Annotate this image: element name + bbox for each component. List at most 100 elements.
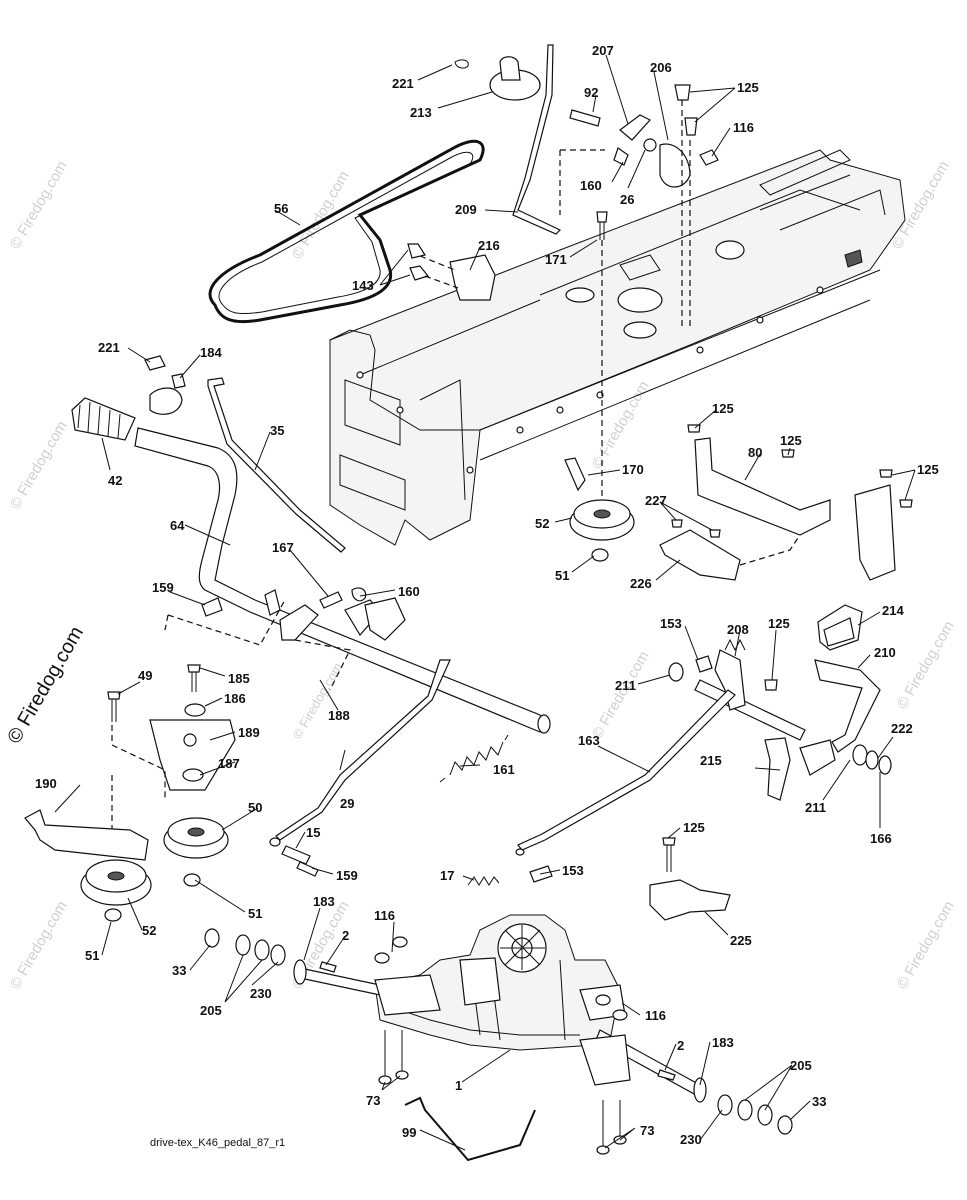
callout: 116	[374, 908, 395, 923]
callout: 210	[874, 645, 896, 660]
pulley-52-right	[564, 457, 635, 562]
callout: 216	[478, 238, 500, 253]
callout: 17	[440, 868, 454, 883]
callout: 50	[248, 800, 262, 815]
callout: 208	[727, 622, 749, 637]
callout: 52	[142, 923, 156, 938]
callout: 171	[545, 252, 567, 267]
callout: 209	[455, 202, 477, 217]
watermark: © Firedog.com	[894, 618, 958, 712]
bracket-225	[529, 837, 731, 921]
watermark: © Firedog.com	[589, 648, 653, 742]
dashed-outline-188	[164, 599, 351, 691]
callout: 159	[152, 580, 174, 595]
callout: 51	[248, 906, 262, 921]
callout: 29	[340, 796, 354, 811]
callout: 170	[622, 462, 644, 477]
callout: 33	[172, 963, 186, 978]
callout: 159	[336, 868, 358, 883]
diagram-caption: drive-tex_K46_pedal_87_r1	[150, 1137, 285, 1149]
callout: 205	[200, 1003, 222, 1018]
chassis-frame	[329, 149, 906, 546]
callout: 73	[366, 1093, 380, 1108]
callout: 207	[592, 43, 614, 58]
watermark: © Firedog.com	[290, 660, 346, 742]
bracket-80	[659, 424, 913, 581]
pedal-shaft-right	[668, 638, 806, 741]
callout: 1	[455, 1078, 462, 1093]
lever-209	[512, 44, 562, 235]
callout: 214	[882, 603, 904, 618]
cover-215	[764, 737, 791, 801]
callout: 189	[238, 725, 260, 740]
callout: 183	[712, 1035, 734, 1050]
callout: 166	[870, 831, 892, 846]
callout: 206	[650, 60, 672, 75]
callout: 163	[578, 733, 600, 748]
callout: 51	[85, 948, 99, 963]
callout: 116	[733, 120, 754, 135]
callout: 185	[228, 671, 250, 686]
callout: 188	[328, 708, 350, 723]
callout: 2	[342, 928, 349, 943]
callout: 160	[398, 584, 420, 599]
bracket-216	[407, 243, 496, 301]
callout: 125	[683, 820, 705, 835]
washers-left	[204, 928, 286, 966]
callout: 161	[493, 762, 515, 777]
washers-right	[717, 1094, 793, 1135]
callout: 184	[200, 345, 222, 360]
rod-99	[404, 1096, 536, 1162]
callout: 160	[580, 178, 602, 193]
callout: 221	[98, 340, 120, 355]
callout: 190	[35, 776, 57, 791]
callout: 42	[108, 473, 122, 488]
callout: 80	[748, 445, 762, 460]
callout: 51	[555, 568, 569, 583]
callout: 125	[917, 462, 939, 477]
pulley-52-left	[80, 859, 152, 922]
callout: 73	[640, 1123, 654, 1138]
callout: 211	[805, 800, 826, 815]
callout: 56	[274, 201, 288, 216]
callout: 2	[677, 1038, 684, 1053]
callout: 211	[615, 678, 636, 693]
callout: 125	[780, 433, 802, 448]
leader-lines	[54, 54, 916, 1151]
callout: 33	[812, 1094, 826, 1109]
rod-163	[515, 689, 736, 856]
callout: 186	[224, 691, 246, 706]
callout: 167	[272, 540, 294, 555]
callout: 221	[392, 76, 414, 91]
plate-190	[24, 809, 149, 861]
callout: 125	[712, 401, 734, 416]
grip-42	[71, 355, 186, 441]
callout: 227	[645, 493, 667, 508]
callout: 52	[535, 516, 549, 531]
watermark: © Firedog.com	[7, 418, 71, 512]
callout-labels: 221 213 207 92 206 125 116 56 160 26 209…	[35, 43, 939, 1147]
pins-167-159-160	[201, 587, 406, 641]
callout: 99	[402, 1125, 416, 1140]
spring-17	[467, 876, 500, 886]
callout: 230	[680, 1132, 702, 1147]
callout: 187	[218, 756, 240, 771]
callout: 226	[630, 576, 652, 591]
callout: 49	[138, 668, 152, 683]
callout: 26	[620, 192, 634, 207]
watermark: © Firedog.com	[289, 168, 353, 262]
callout: 225	[730, 933, 752, 948]
watermark: © Firedog.com	[894, 898, 958, 992]
spring-161	[439, 734, 509, 783]
callout: 15	[306, 825, 320, 840]
bracket-assembly-207	[559, 84, 719, 330]
callout: 205	[790, 1058, 812, 1073]
knob-213	[454, 56, 541, 101]
pin-15	[281, 845, 319, 877]
brake-pedal-210	[799, 604, 892, 776]
callout: 125	[768, 616, 790, 631]
callout: 35	[270, 423, 284, 438]
callout: 222	[891, 721, 913, 736]
transaxle-fasteners	[319, 936, 676, 1155]
